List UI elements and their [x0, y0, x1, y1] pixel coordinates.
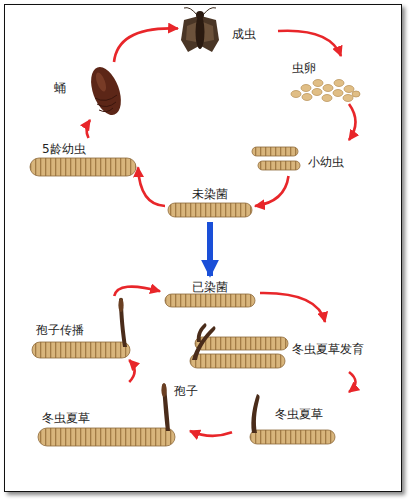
- stage-node: 冬虫夏草发育: [185, 322, 385, 372]
- stage-node: 5龄幼虫: [28, 138, 138, 180]
- stage-label: 虫卵: [292, 61, 316, 75]
- cycle-arrow: [255, 176, 289, 206]
- stage-label: 冬虫夏草发育: [292, 342, 364, 356]
- stage-label: 冬虫夏草: [275, 407, 323, 421]
- stage-node: 未染菌: [165, 182, 255, 222]
- stage-label: 成虫: [232, 27, 256, 41]
- pupa-figure: [85, 63, 127, 119]
- stage-node: 冬虫夏草: [232, 392, 382, 448]
- stage-label: 冬虫夏草: [42, 411, 90, 425]
- egg-cluster: [291, 80, 360, 102]
- cycle-arrow: [349, 372, 356, 392]
- stage-node: 成虫: [178, 6, 278, 56]
- stage-label: 未染菌: [192, 187, 228, 201]
- cycle-arrow: [190, 431, 232, 436]
- cycle-arrow: [129, 360, 134, 382]
- stage-node: 冬虫夏草: [30, 382, 190, 450]
- cycle-arrow: [349, 104, 356, 140]
- stage-label: 蛹: [54, 81, 66, 95]
- cycle-arrow: [260, 293, 325, 322]
- larva-figures: [30, 147, 335, 446]
- cycle-arrow: [114, 287, 160, 296]
- stage-label: 小幼虫: [308, 155, 344, 169]
- cycle-arrow: [278, 31, 341, 56]
- cycle-arrow: [114, 28, 178, 62]
- stage-node: 蛹: [50, 62, 130, 120]
- cycle-arrow: [138, 167, 165, 206]
- stage-node: 小幼虫: [250, 140, 360, 176]
- spore-label: 孢子: [174, 384, 198, 398]
- moth-figure: [181, 8, 219, 52]
- stage-node: 虫卵: [285, 56, 365, 104]
- stage-label: 5龄幼虫: [42, 142, 86, 156]
- stage-label: 已染菌: [192, 280, 228, 294]
- stage-node: 孢子传播: [28, 296, 143, 360]
- stage-label: 孢子传播: [36, 323, 84, 337]
- fungus-stalks: [118, 298, 259, 433]
- infection-arrow: [207, 222, 213, 276]
- stage-node: 已染菌: [160, 276, 260, 310]
- cycle-arrow: [87, 120, 90, 138]
